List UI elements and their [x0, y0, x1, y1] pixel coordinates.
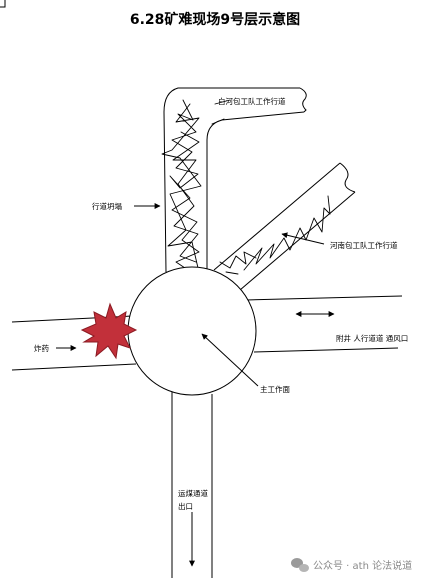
transport-exit-label-line2: 出口	[178, 501, 193, 511]
explosive-label: 炸药	[34, 343, 49, 353]
henan-tunnel-arrow	[281, 232, 325, 245]
explosion-burst-icon	[80, 302, 138, 360]
main-face-label: 主工作面	[260, 384, 290, 394]
henan-tunnel	[213, 162, 356, 291]
diagram-title: 6.28矿难现场9号层示意图	[130, 11, 300, 28]
henan-tunnel-scribble	[219, 195, 331, 275]
main-working-face-circle	[127, 266, 257, 396]
main-face-arrow	[201, 333, 259, 387]
tunnel-collapse-label: 行道坍塌	[92, 201, 122, 211]
page-corner-mark	[0, 0, 6, 8]
baihe-tunnel	[163, 87, 307, 273]
baihe-tunnel-label: 白河包工队工作行道	[218, 96, 286, 106]
henan-tunnel-label: 河南包工队工作行道	[330, 240, 398, 250]
watermark: 公众号 · ath 论法说道	[291, 558, 412, 572]
auxiliary-shaft-lower-wall	[253, 347, 399, 353]
collapse-scribble	[161, 99, 231, 271]
transport-exit-label-line1: 运煤通道	[178, 488, 208, 498]
left-corridor-lower-wall	[11, 363, 137, 371]
watermark-text: 公众号 · ath 论法说道	[313, 559, 412, 572]
wechat-icon	[291, 558, 309, 572]
auxiliary-shaft-label: 附井 人行道道 通风口	[336, 333, 408, 343]
auxiliary-shaft-upper-wall	[245, 295, 403, 301]
